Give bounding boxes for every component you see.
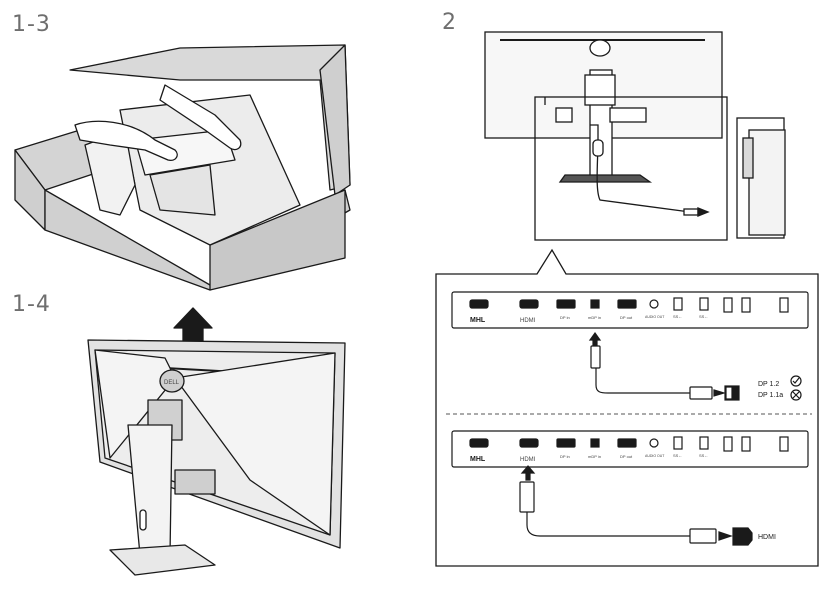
port-panel-dp: MHL HDMI DP in mDP in DP out AUDIO OUT S… [451, 291, 809, 401]
label-audio: AUDIO OUT [645, 315, 665, 319]
label-mhl: MHL [470, 317, 486, 324]
label-hdmi-2: HDMI [520, 457, 536, 463]
label-usb-1: SS← [673, 314, 682, 319]
port-panel-frame-2 [451, 430, 809, 468]
label-hdmi: HDMI [520, 318, 536, 324]
hdmi-connector-end [689, 528, 717, 544]
hdmi-output-label: HDMI [758, 534, 776, 541]
dp-version-1-1a: DP 1.1a [758, 392, 783, 399]
stand-column [127, 424, 173, 556]
mdp-in-port [590, 299, 600, 309]
rear-dell-logo [589, 39, 611, 57]
port-panel-frame [451, 291, 809, 329]
label-mdp-in-2: mDP in [588, 454, 601, 459]
stand-base-1-4 [109, 544, 216, 576]
mhl-port [469, 299, 489, 309]
step-1-3-illustration [14, 44, 351, 291]
label-dp-in: DP in [560, 315, 570, 320]
dp-out-port [617, 299, 637, 309]
dp-in-port [556, 299, 576, 309]
stand-foot [558, 174, 653, 183]
dell-logo-text: DELL [164, 380, 180, 386]
step-label-2: 2 [442, 10, 457, 35]
port-panel-hdmi: MHL HDMI DP in mDP in DP out AUDIO OUT S… [451, 430, 809, 546]
label-dp-in-2: DP in [560, 454, 570, 459]
label-usb-2: SS← [699, 314, 708, 319]
dp-cable [595, 368, 690, 394]
stand-column [149, 164, 216, 216]
label-dp-out-2: DP out [620, 454, 633, 459]
step-1-4-illustration: DELL [87, 307, 346, 576]
label-usb-3: SS← [673, 453, 682, 458]
usb-up-port-1 [673, 297, 683, 311]
audio-port [649, 299, 659, 309]
usb-port-3 [779, 297, 789, 313]
label-mhl-2: MHL [470, 456, 486, 463]
label-audio-2: AUDIO OUT [645, 454, 665, 458]
label-dp-out: DP out [620, 315, 633, 320]
usb-port-2 [741, 297, 751, 313]
dell-logo [159, 369, 185, 393]
step-label-1-3: 1-3 [12, 12, 51, 37]
right-hand [159, 84, 242, 151]
dp-cable-arrow-icon [588, 331, 602, 346]
lift-arrow-icon [173, 307, 213, 343]
left-hand [74, 120, 178, 161]
label-mdp-in: mDP in [588, 315, 601, 320]
usb-port-1 [723, 297, 733, 313]
dp-version-1-2: DP 1.2 [758, 381, 779, 388]
mdp-connector [590, 345, 601, 369]
zoom-source-box [534, 96, 728, 241]
hdmi-plug-arrow-icon [718, 531, 733, 541]
hdmi-cable-arrow-icon [520, 465, 536, 481]
stand-arm [134, 129, 236, 176]
dp-connector [689, 386, 713, 400]
hdmi-port [519, 299, 539, 309]
hdmi-connector-top [519, 481, 535, 513]
cable-arrow-icon [697, 207, 710, 217]
step-label-1-4: 1-4 [12, 292, 51, 317]
hdmi-cable [526, 512, 690, 537]
box-front-face [209, 189, 346, 291]
label-usb-4: SS← [699, 453, 708, 458]
dp-plug-arrow-icon [713, 389, 727, 397]
box-flap-right [319, 44, 351, 196]
usb-up-port-2 [699, 297, 709, 311]
